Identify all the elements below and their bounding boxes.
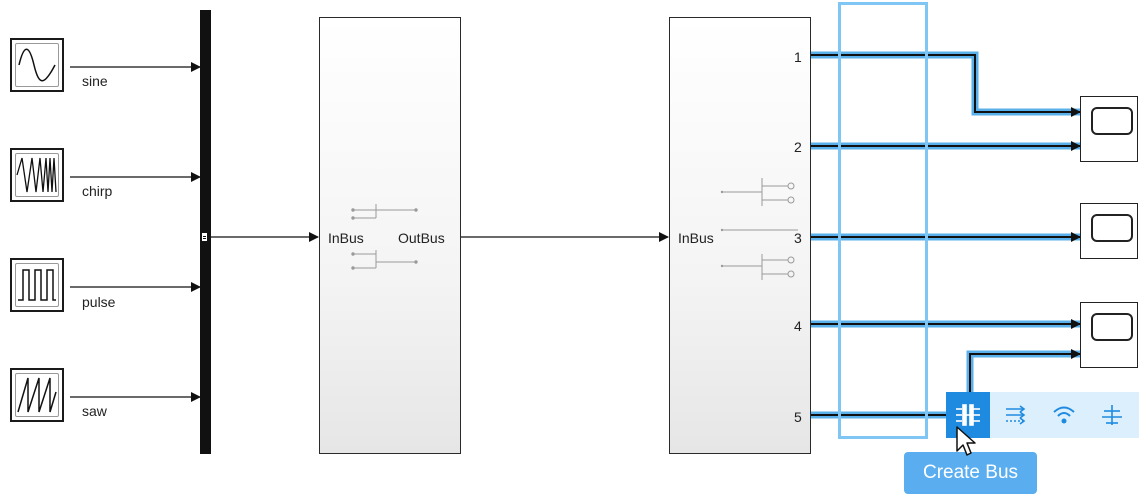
subsystem-1-inport-label: InBus <box>328 230 364 246</box>
subsystem-block-1[interactable]: InBus OutBus <box>319 17 461 454</box>
create-bus-tooltip: Create Bus <box>904 452 1037 494</box>
sine-wave-block[interactable] <box>10 38 64 92</box>
pulse-label: pulse <box>82 294 116 310</box>
scope-icon <box>1091 107 1133 135</box>
scope-block-2[interactable] <box>1080 203 1138 259</box>
pulse-wave-icon <box>18 269 56 301</box>
subsystem-block-2[interactable]: InBus 1 2 3 4 5 <box>669 17 811 454</box>
subsystem-2-internal-icon <box>720 178 798 280</box>
scope-block-1[interactable] <box>1080 96 1138 162</box>
scope-icon <box>1091 313 1133 341</box>
out1-line[interactable] <box>810 54 1081 117</box>
subsystem-2-inport-label: InBus <box>678 230 714 246</box>
saw-block[interactable] <box>10 368 64 422</box>
bus-creator-handle <box>201 232 208 242</box>
chirp-label: chirp <box>82 183 113 199</box>
outport-1-label: 1 <box>794 49 802 65</box>
subsystem-1-internal-icon <box>351 204 418 270</box>
sine-label: sine <box>82 73 108 89</box>
branch-lines-icon <box>1102 405 1122 425</box>
add-goto-button[interactable] <box>994 392 1038 438</box>
selection-marquee <box>838 2 928 439</box>
create-bus-icon <box>956 404 980 426</box>
quick-action-bar <box>946 392 1139 438</box>
chirp-block[interactable] <box>10 148 64 202</box>
scope-icon <box>1091 214 1133 242</box>
saw-label: saw <box>82 403 107 419</box>
wireless-icon <box>1053 406 1075 424</box>
subsystem-1-outport-label: OutBus <box>398 230 445 246</box>
broadcast-button[interactable] <box>1042 392 1086 438</box>
sine-wave-icon <box>18 48 56 82</box>
chirp-wave-icon <box>16 157 57 193</box>
outport-3-label: 3 <box>794 230 802 246</box>
mouse-cursor-icon <box>956 426 976 456</box>
pulse-block[interactable] <box>10 258 64 312</box>
goto-arrows-icon <box>1006 405 1026 425</box>
branch-button[interactable] <box>1090 392 1134 438</box>
outport-5-label: 5 <box>794 409 802 425</box>
outport-2-label: 2 <box>794 139 802 155</box>
create-bus-button[interactable] <box>946 392 990 438</box>
sawtooth-wave-icon <box>17 377 57 413</box>
scope-block-3[interactable] <box>1080 302 1138 368</box>
outport-4-label: 4 <box>794 318 802 334</box>
